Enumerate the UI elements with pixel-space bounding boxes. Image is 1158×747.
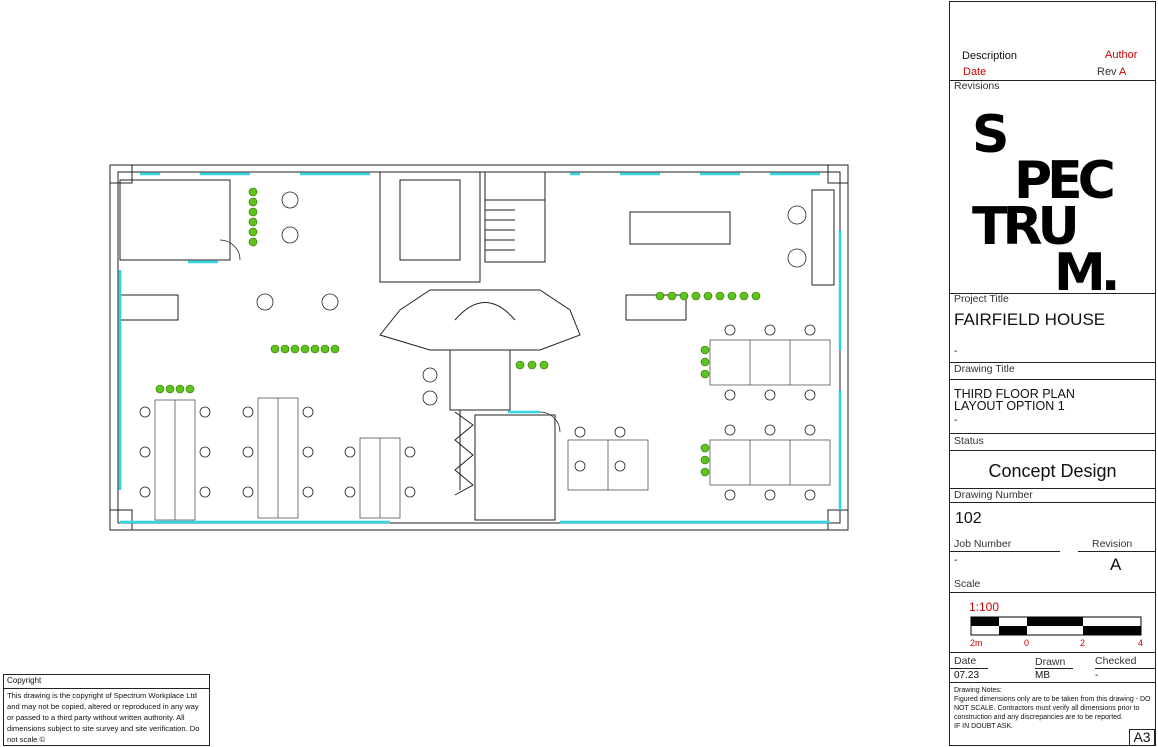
copyright-symbol: © [39, 735, 46, 744]
svg-text:S: S [972, 106, 1006, 165]
job-number: - [954, 555, 958, 566]
copyright-text: This drawing is the copyright of Spectru… [7, 690, 205, 745]
svg-text:M.: M. [1054, 243, 1116, 296]
copyright-title: Copyright [7, 676, 42, 685]
sheet-size: A3 [1129, 729, 1155, 746]
scale-bar [970, 616, 1142, 638]
revisions-description-label: Description [962, 50, 1018, 62]
svg-text:PEC: PEC [1014, 151, 1113, 211]
drawing-number: 102 [955, 510, 982, 527]
revisions-author-label: Author [1105, 49, 1138, 61]
floor-plan [100, 150, 860, 555]
revision-label: Revision [1092, 538, 1133, 550]
drawing-notes-footer: IF IN DOUBT ASK. [954, 723, 1013, 730]
svg-text:TRU: TRU [972, 197, 1076, 257]
job-number-label: Job Number [954, 538, 1012, 550]
drawing-title-label: Drawing Title [954, 363, 1015, 375]
copyright-box: Copyright This drawing is the copyright … [3, 674, 210, 746]
revisions-rev-label: Rev [1097, 66, 1117, 78]
drawing-notes-body: Figured dimensions only are to be taken … [954, 696, 1151, 721]
revisions-rev: Rev A [1097, 66, 1126, 78]
scale-tick-0: 0 [1024, 638, 1030, 648]
drawing-number-label: Drawing Number [954, 489, 1033, 501]
drawn-value: MB [1035, 670, 1050, 681]
title-block: Description Author Date Rev A Revisions … [949, 1, 1156, 746]
project-title-label: Project Title [954, 293, 1009, 305]
scale-tick-4: 4 [1138, 638, 1144, 648]
drawing-notes: Drawing Notes: Figured dimensions only a… [954, 686, 1152, 731]
checked-value: - [1095, 670, 1099, 681]
scale-tick-2m: 2m [970, 638, 983, 648]
drawing-title-line2: LAYOUT OPTION 1 [954, 399, 1065, 413]
date-label: Date [954, 655, 977, 667]
project-sub: - [954, 346, 958, 357]
revision-value: A [1110, 555, 1122, 574]
drawing-title-sub: - [954, 415, 958, 426]
drawn-label: Drawn [1035, 656, 1066, 668]
drawing-title: THIRD FLOOR PLAN LAYOUT OPTION 1 [954, 387, 1075, 413]
revisions-section-label: Revisions [954, 80, 1000, 92]
revisions-rev-value: A [1119, 66, 1127, 78]
revisions-date-label: Date [963, 66, 987, 78]
drawing-title-line1: THIRD FLOOR PLAN [954, 387, 1075, 401]
checked-label: Checked [1095, 655, 1137, 667]
status-value: Concept Design [988, 461, 1117, 481]
date-value: 07.23 [954, 670, 980, 681]
project-title: FAIRFIELD HOUSE [954, 310, 1106, 329]
scale-label: Scale [954, 578, 981, 590]
drawing-notes-title: Drawing Notes: [954, 687, 1002, 694]
copyright-body: This drawing is the copyright of Spectru… [7, 691, 200, 744]
scale-value: 1:100 [969, 600, 1000, 614]
scale-tick-2: 2 [1080, 638, 1086, 648]
status-label: Status [954, 435, 984, 447]
floor-plan-drawing [109, 164, 849, 531]
spectrum-logo: S PEC TRU M. [972, 105, 1142, 303]
